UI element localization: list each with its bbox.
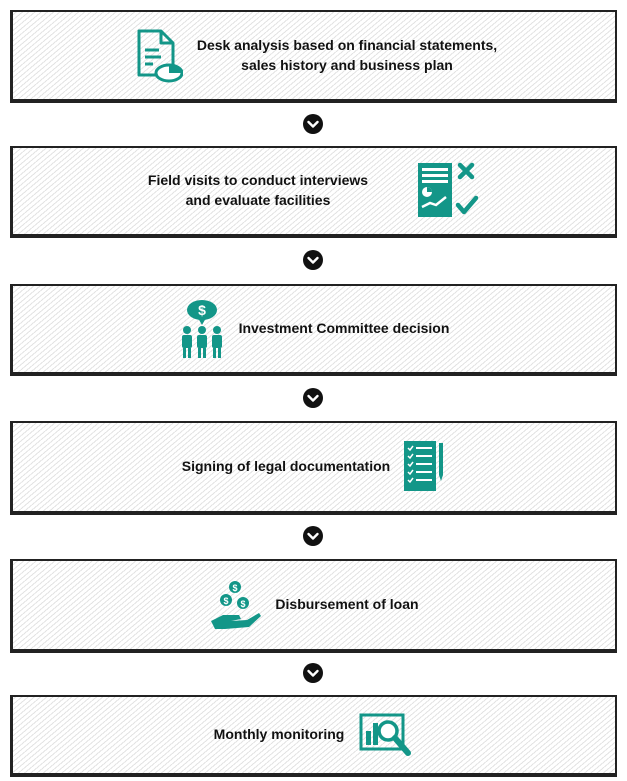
chevron-down-circle-icon <box>303 526 323 546</box>
step-disbursement: $ $ $ Disbursement of loan <box>10 559 617 653</box>
chevron-down-circle-icon <box>303 114 323 134</box>
financial-document-chart-icon <box>137 29 183 82</box>
step-label: Investment Committee decision <box>238 320 450 337</box>
svg-text:$: $ <box>224 596 229 606</box>
legal-document-pen-icon <box>404 441 444 491</box>
svg-text:$: $ <box>241 599 246 609</box>
step-legal-documentation: Signing of legal documentation <box>10 421 617 515</box>
chart-magnifier-icon <box>359 713 412 756</box>
step-label: Field visits to conduct interviews and e… <box>147 172 369 208</box>
svg-text:$: $ <box>233 583 238 593</box>
chevron-down-circle-icon <box>303 388 323 408</box>
step-monthly-monitoring: Monthly monitoring <box>10 695 617 777</box>
checklist-report-icon <box>418 162 479 217</box>
step-desk-analysis: Desk analysis based on financial stateme… <box>10 10 617 103</box>
step-label: Disbursement of loan <box>275 596 419 613</box>
hand-coins-icon: $ $ $ <box>211 581 262 629</box>
step-label: Signing of legal documentation <box>181 458 391 475</box>
chevron-down-circle-icon <box>303 663 323 683</box>
step-investment-committee: $ Investment Committee decision <box>10 284 617 376</box>
step-label: Monthly monitoring <box>213 726 345 743</box>
chevron-down-circle-icon <box>303 250 323 270</box>
step-field-visits: Field visits to conduct interviews and e… <box>10 146 617 238</box>
svg-text:$: $ <box>198 302 206 318</box>
step-label: Desk analysis based on financial stateme… <box>196 36 498 73</box>
committee-people-dollar-icon: $ <box>181 300 222 358</box>
